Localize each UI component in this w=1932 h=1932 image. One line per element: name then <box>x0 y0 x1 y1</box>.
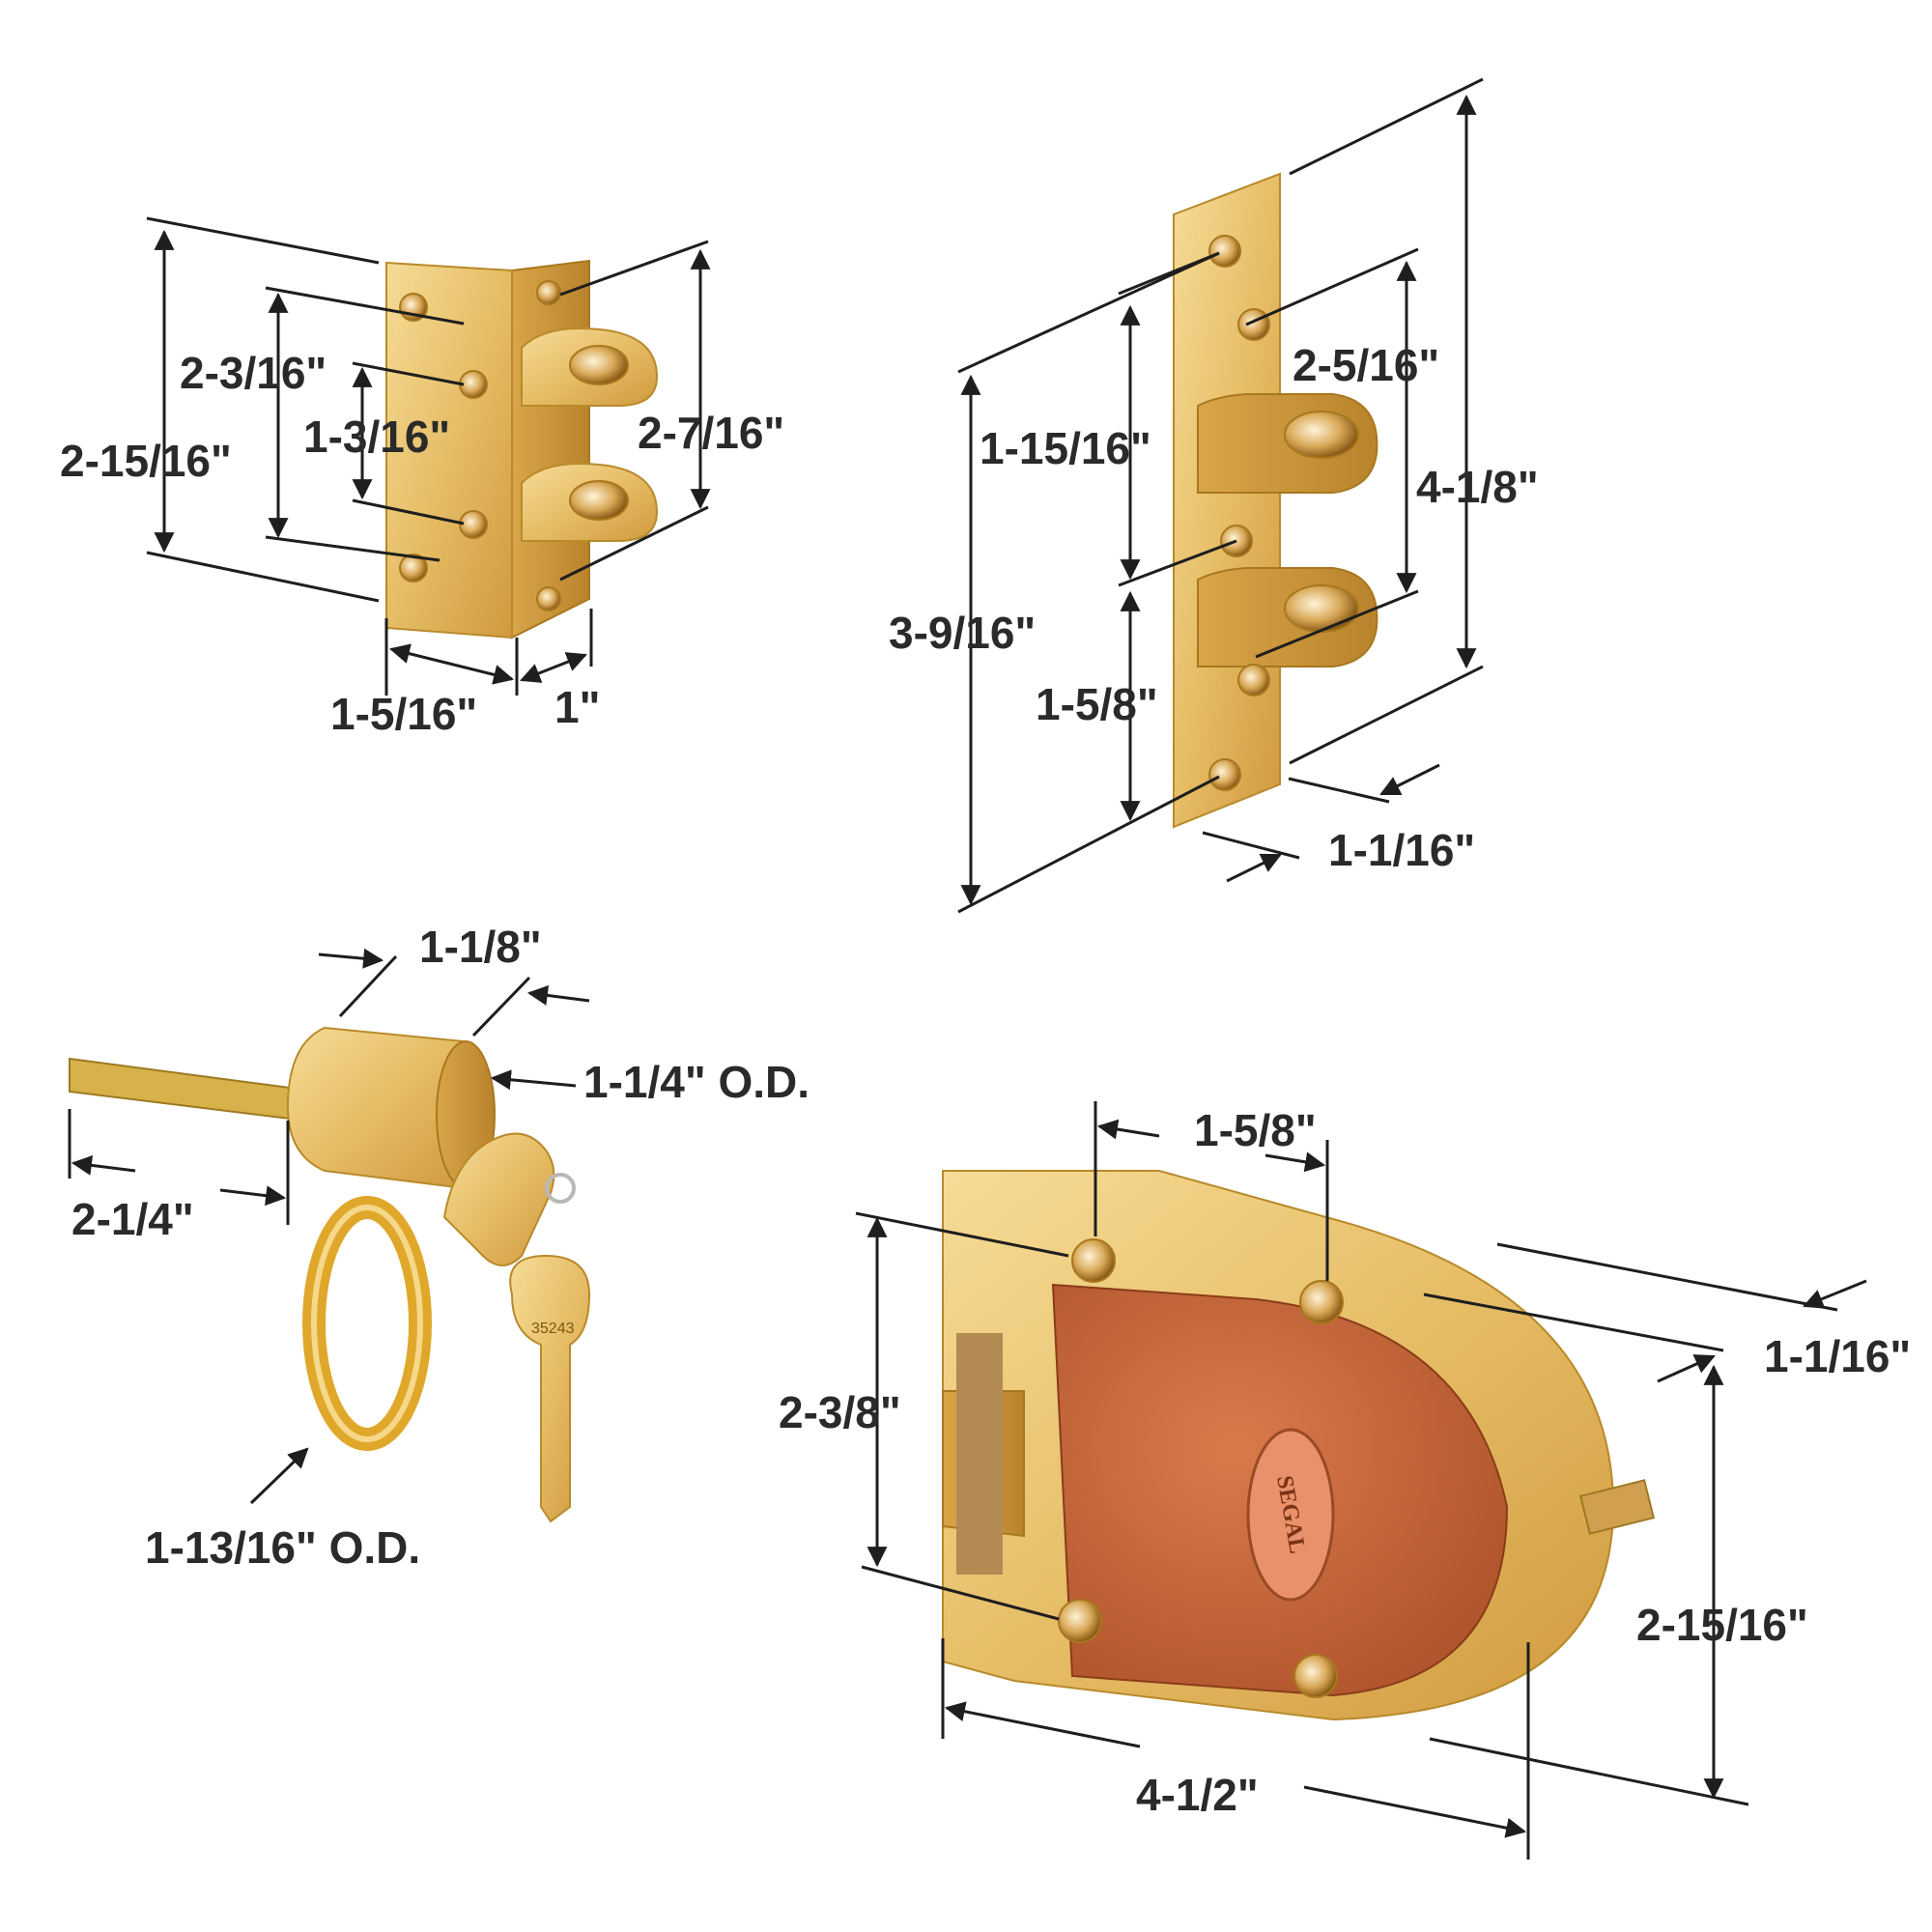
dim-deadlock-hole-spacing-h: 1-5/8" <box>1194 1105 1317 1155</box>
dim-cylinder-body-length: 1-1/8" <box>419 922 542 972</box>
dim-strike-flange-height: 2-7/16" <box>638 408 784 458</box>
dim-long-strike-overall-hole-span: 3-9/16" <box>889 608 1036 658</box>
dim-long-strike-lower-hole: 1-5/8" <box>1036 679 1158 729</box>
dim-strike-plate-width: 1-5/16" <box>330 689 477 739</box>
key <box>509 1254 591 1523</box>
dim-deadlock-height: 2-15/16" <box>1636 1600 1808 1650</box>
dim-long-strike-total-height: 4-1/8" <box>1416 462 1539 512</box>
cylinder-illustration: 35243 <box>69 1026 591 1523</box>
cylinder-body <box>286 1026 465 1190</box>
dim-long-strike-upper-span: 2-5/16" <box>1293 340 1439 390</box>
tailpiece <box>69 1057 291 1121</box>
strike-plate-dimension-lines <box>146 216 711 696</box>
dim-long-strike-hole-offset: 1-15/16" <box>980 423 1151 473</box>
dim-strike-hole-spacing-inner: 1-3/16" <box>303 412 450 462</box>
dim-strike-flange-width: 1" <box>554 682 600 732</box>
screw-hole-icon <box>536 280 561 305</box>
dim-cylinder-tailpiece: 2-1/4" <box>71 1194 194 1244</box>
dim-deadlock-depth: 1-1/16" <box>1764 1331 1911 1381</box>
strike-lug-hole-bottom <box>569 480 629 521</box>
screw-hole-icon <box>1299 1280 1344 1324</box>
dim-deadlock-hole-spacing-v: 2-3/8" <box>779 1387 901 1437</box>
screw-hole-icon <box>1208 758 1241 791</box>
key-head-top <box>442 1132 555 1266</box>
screw-hole-icon <box>459 510 488 539</box>
deadlock-thumb-turn <box>1246 1428 1335 1602</box>
screw-hole-icon <box>1208 235 1241 268</box>
screw-hole-icon <box>459 370 488 399</box>
screw-hole-icon <box>1071 1238 1116 1283</box>
long-strike-dimension-lines <box>957 77 1484 914</box>
screw-hole-icon <box>536 586 561 611</box>
strike-lug-hole-top <box>569 345 629 385</box>
key-number: 35243 <box>531 1321 575 1337</box>
dim-trim-ring-od: 1-13/16" O.D. <box>145 1522 420 1573</box>
strike-flange <box>511 259 590 639</box>
cylinder-dimension-lines <box>68 948 590 1505</box>
dim-deadlock-length: 4-1/2" <box>1136 1770 1259 1820</box>
long-strike-lug-hole-bottom <box>1284 584 1359 633</box>
screw-hole-icon <box>1237 308 1270 341</box>
deadlock-dimension-lines <box>855 1101 1867 1860</box>
deadlock-illustration: SEGAL <box>942 1170 1656 1721</box>
screw-hole-icon <box>1058 1599 1102 1643</box>
dim-long-strike-width: 1-1/16" <box>1328 825 1475 875</box>
dim-strike-hole-spacing-outer: 2-3/16" <box>180 348 327 398</box>
dim-strike-height-outer: 2-15/16" <box>60 436 232 486</box>
deadlock-tail <box>1578 1479 1656 1535</box>
screw-hole-icon <box>399 554 428 582</box>
dim-cylinder-body-od: 1-1/4" O.D. <box>583 1057 810 1107</box>
long-strike-illustration <box>1173 172 1378 829</box>
deadlock-bolt <box>956 1333 1003 1575</box>
screw-hole-icon <box>1237 664 1270 696</box>
long-strike-lug-hole-top <box>1284 411 1359 459</box>
key-ring <box>545 1173 576 1204</box>
long-strike-plate <box>1173 172 1281 829</box>
screw-hole-icon <box>1293 1654 1338 1698</box>
